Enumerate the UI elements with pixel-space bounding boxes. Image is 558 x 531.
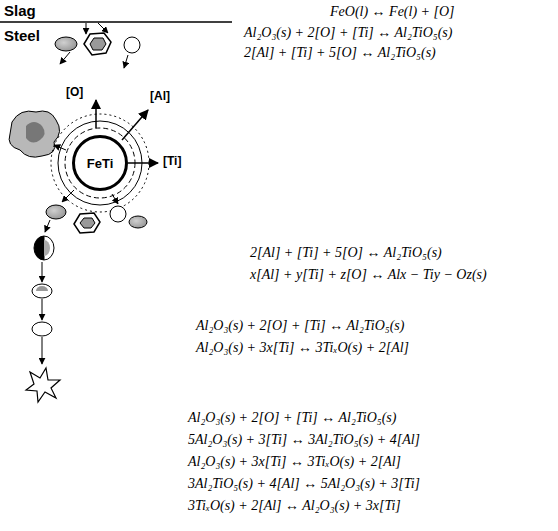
reaction-equation: 2[Al] + [Ti] + 5[O] ↔ Al₂TiO₅(s) xyxy=(244,45,436,61)
reaction-equation: Al₂O₃(s) + 2[O] + [Ti] ↔ Al₂TiO₅(s) xyxy=(188,410,396,426)
reaction-equation: x[Al] + y[Ti] + z[O] ↔ Alx − Tiy − Oz(s) xyxy=(250,267,487,283)
reaction-equation: FeO(l) ↔ Fe(l) + [O] xyxy=(330,4,455,20)
slag-steel-interface xyxy=(0,22,232,23)
reaction-equation: 2[Al] + [Ti] + 5[O] ↔ Al₂TiO₅(s) xyxy=(250,245,442,261)
reaction-equation: Al₂O₃(s) + 3x[Ti] ↔ 3TiₓO(s) + 2[Al] xyxy=(188,454,401,470)
phase-label: Steel xyxy=(4,27,40,44)
reaction-equation: 5Al₂O₃(s) + 3[Ti] ↔ 3Al₂TiO₅(s) + 4[Al] xyxy=(188,432,420,448)
reaction-equation: 3TiₓO(s) + 2[Al] ↔ Al₂O₃(s) + 3x[Ti] xyxy=(188,498,401,514)
reaction-equation: Al₂O₃(s) + 3x[Ti] ↔ 3TiₓO(s) + 2[Al] xyxy=(196,340,409,356)
species-label: [Ti] xyxy=(163,155,181,169)
reaction-equation: 3Al₂TiO₅(s) + 4[Al] ↔ 5Al₂O₃(s) + 3[Ti] xyxy=(188,476,420,492)
reaction-equation: Al₂O₃(s) + 2[O] + [Ti] ↔ Al₂TiO₅(s) xyxy=(196,318,404,334)
particle-label: FeTi xyxy=(87,156,114,171)
reaction-equation: Al₂O₃(s) + 2[O] + [Ti] ↔ Al₂TiO₅(s) xyxy=(244,25,452,41)
species-label: [O] xyxy=(66,86,83,100)
species-label: [Al] xyxy=(150,90,170,104)
feti-particle: FeTi xyxy=(72,135,128,191)
phase-label: Slag xyxy=(4,2,36,19)
inclusions xyxy=(9,23,158,402)
